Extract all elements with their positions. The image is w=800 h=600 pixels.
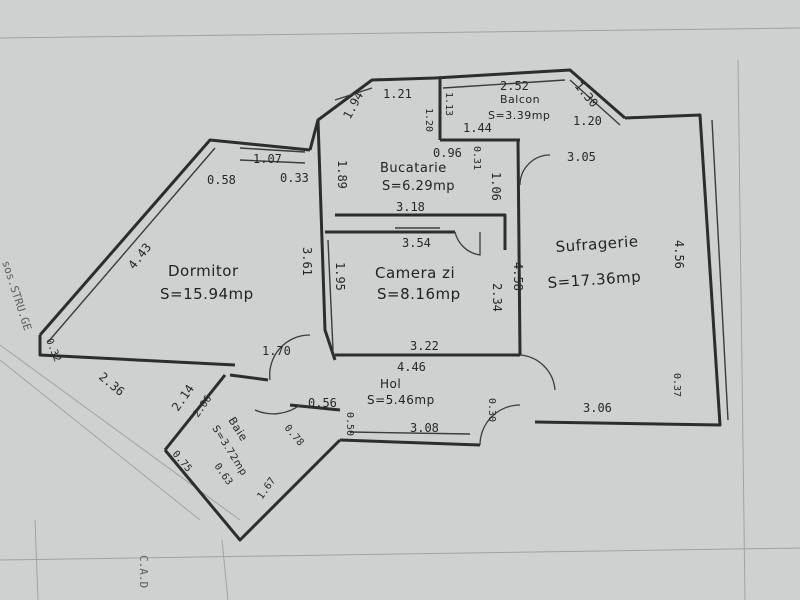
room-area-sufragerie: S=17.36mp <box>547 267 642 291</box>
room-area-balcon: S=3.39mp <box>488 109 550 122</box>
room-area-hol: S=5.46mp <box>367 393 435 407</box>
margin-stamp-text: C.A.D <box>137 555 150 588</box>
room-name-sufragerie: Sufragerie <box>555 232 639 256</box>
dim-label: 2.36 <box>96 370 127 399</box>
dim-label: 3.05 <box>567 150 596 164</box>
dim-label: 0.63 <box>212 461 235 487</box>
dim-label: 3.08 <box>410 421 439 435</box>
dim-label: 1.20 <box>573 114 602 128</box>
room-name-hol: Hol <box>380 377 401 391</box>
dim-label: 0.33 <box>280 171 309 185</box>
dim-label: 2.34 <box>490 283 504 312</box>
dim-label: 4.46 <box>397 360 426 374</box>
dim-label: 3.18 <box>396 200 425 214</box>
street-stamp-text: sos.STRU.GE <box>0 259 34 332</box>
dim-label: 1.95 <box>333 262 347 291</box>
dim-label: 3.22 <box>410 339 439 353</box>
paper-grid <box>0 27 800 600</box>
dim-label: 1.30 <box>572 79 601 110</box>
dim-label: 1.07 <box>253 152 282 166</box>
dim-label: 1.89 <box>335 160 349 189</box>
dim-label: 1.67 <box>255 476 278 502</box>
dim-label: 0.56 <box>308 396 337 410</box>
dim-label: 0.30 <box>486 398 497 422</box>
window-lines <box>47 79 729 435</box>
room-area-camera: S=8.16mp <box>377 285 461 303</box>
dim-label: 0.37 <box>671 373 682 397</box>
dim-label: 1.94 <box>340 89 366 121</box>
dim-label: 1.20 <box>423 108 434 132</box>
dim-label: 0.96 <box>433 146 462 160</box>
dim-label: 3.61 <box>300 247 314 276</box>
room-name-camera: Camera zi <box>375 264 455 282</box>
dim-label: 1.21 <box>383 87 412 101</box>
room-name-dormitor: Dormitor <box>168 262 239 280</box>
dim-label: 1.44 <box>463 121 492 135</box>
dim-label: 4.56 <box>672 240 686 269</box>
dim-label: 1.06 <box>489 172 503 201</box>
dim-label: 3.54 <box>402 236 431 250</box>
room-name-balcon: Balcon <box>500 93 540 106</box>
room-area-dormitor: S=15.94mp <box>160 285 254 303</box>
dim-label: 2.06 <box>191 394 214 420</box>
dim-label: 4.43 <box>125 240 154 271</box>
interior-walls <box>229 78 522 412</box>
dim-label: 0.31 <box>471 146 482 170</box>
dim-label: 3.06 <box>583 401 612 415</box>
dim-label: 0.50 <box>344 412 355 436</box>
dim-label: 0.32 <box>43 337 62 363</box>
dim-label: 4.58 <box>511 262 525 291</box>
dim-label: 0.78 <box>282 423 306 449</box>
dim-label: 2.52 <box>500 79 529 93</box>
dim-label: 1.13 <box>443 92 454 116</box>
room-area-bucatarie: S=6.29mp <box>382 179 455 194</box>
room-name-bucatarie: Bucatarie <box>380 161 447 176</box>
outer-walls <box>38 68 722 542</box>
dim-label: 0.58 <box>207 173 236 187</box>
dim-label: 1.70 <box>262 344 291 358</box>
door-swings <box>254 154 556 446</box>
dim-label: 2.14 <box>169 382 197 414</box>
